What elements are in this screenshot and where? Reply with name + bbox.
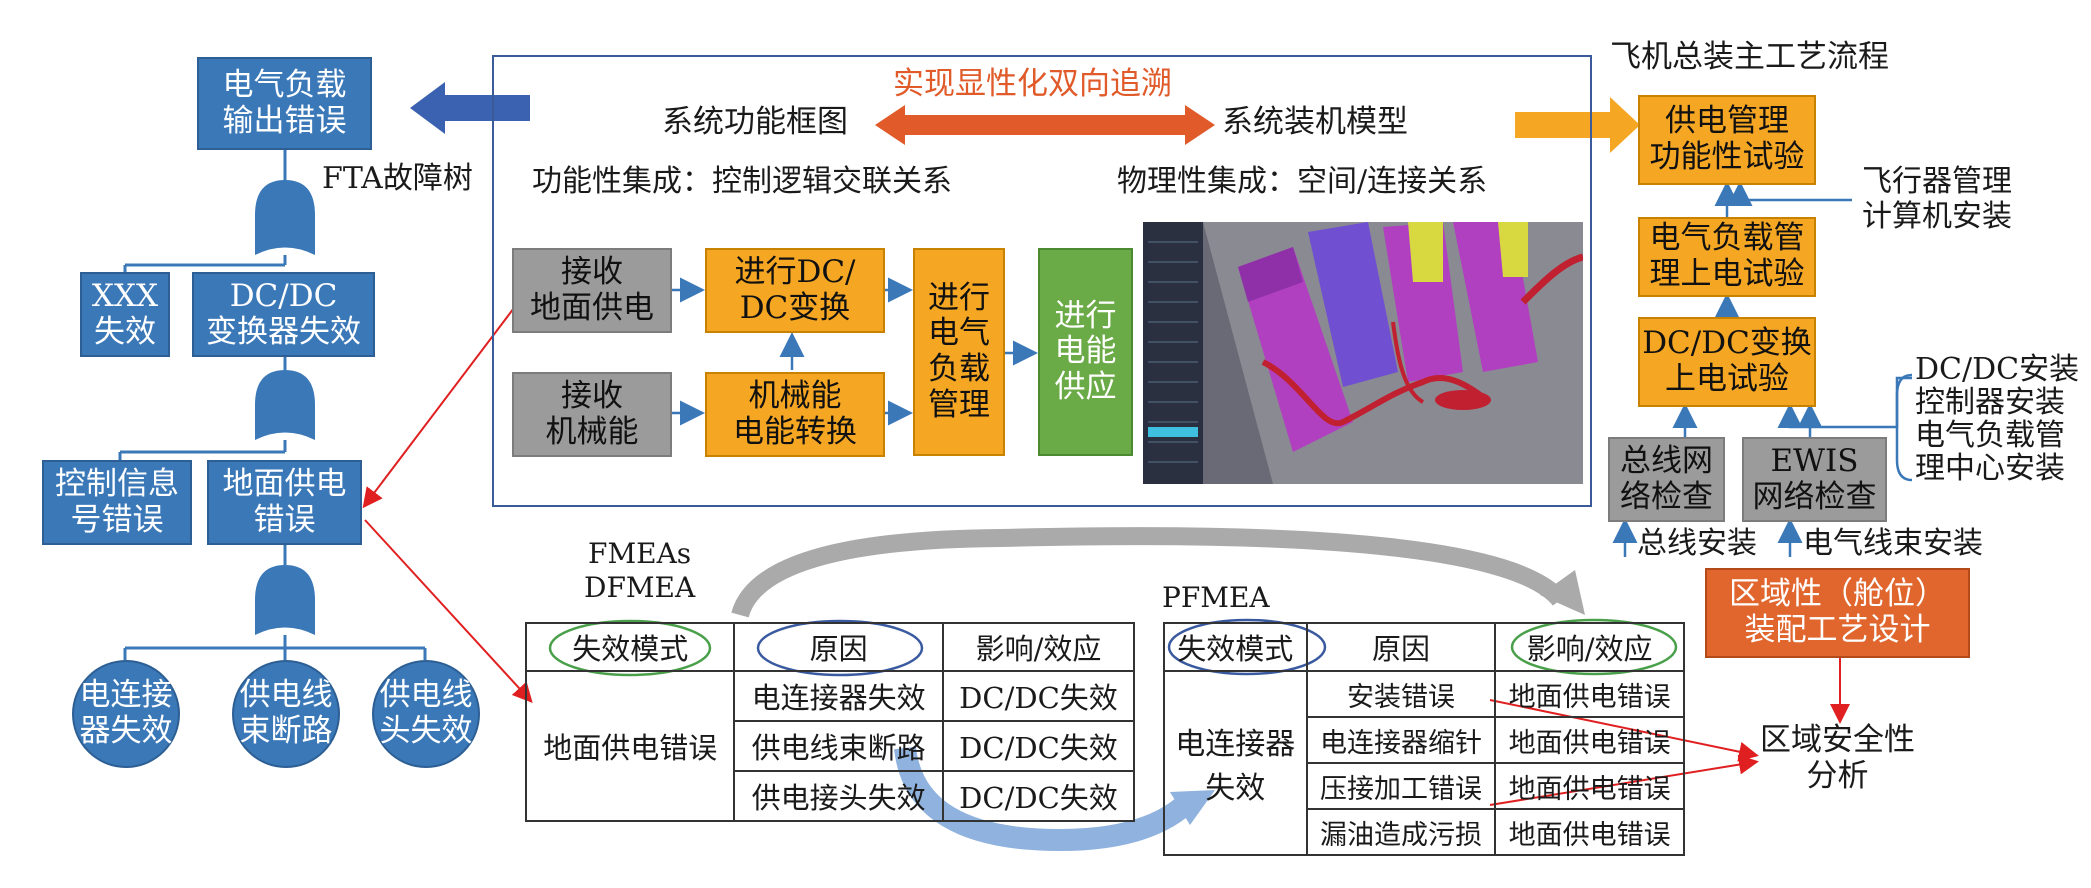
block-recv-mech: 接收 机械能 bbox=[512, 372, 672, 457]
dfmea-effect: DC/DC失效 bbox=[941, 770, 1136, 822]
pfmea-cause: 压接加工错误 bbox=[1305, 762, 1497, 810]
side-install-dcdc: DC/DC安装 控制器安装 电气负载管 理中心安装 bbox=[1915, 352, 2080, 486]
pfmea-table: 失效模式 原因 影响/效应 电连接器 失效 安装错误 地面供电错误 电连接器缩针… bbox=[1163, 622, 1685, 856]
fta-leaf-connector-head: 供电线 头失效 bbox=[372, 660, 480, 768]
block-dc-convert: 进行DC/ DC变换 bbox=[705, 248, 885, 333]
dfmea-header-cause: 原因 bbox=[733, 622, 944, 672]
zonal-assembly-design: 区域性（舱位） 装配工艺设计 bbox=[1705, 568, 1970, 658]
dfmea-cause: 供电线束断路 bbox=[733, 720, 944, 772]
fta-node-ground-power: 地面供电 错误 bbox=[207, 460, 362, 545]
right-model-label: 系统装机模型 bbox=[1222, 104, 1408, 140]
pfmea-header-effect: 影响/效应 bbox=[1494, 622, 1685, 672]
fta-leaf-harness-open: 供电线 束断路 bbox=[232, 660, 340, 768]
install-harness: 电气线束安装 bbox=[1803, 526, 1983, 561]
dfmea-cause: 供电接头失效 bbox=[733, 770, 944, 822]
process-title: 飞机总装主工艺流程 bbox=[1610, 39, 1889, 75]
zonal-safety-analysis: 区域安全性 分析 bbox=[1760, 722, 1915, 794]
or-gate-1 bbox=[255, 180, 315, 255]
fta-leaf-connector: 电连接 器失效 bbox=[72, 660, 180, 768]
fta-node-control-signal: 控制信息 号错误 bbox=[42, 460, 192, 545]
physical-heading: 物理性集成：空间/连接关系 bbox=[1117, 164, 1488, 199]
pfmea-label: PFMEA bbox=[1162, 581, 1270, 614]
pfmea-cause: 安装错误 bbox=[1305, 670, 1497, 718]
left-model-label: 系统功能框图 bbox=[662, 104, 848, 140]
fta-top-event: 电气负载 输出错误 bbox=[197, 57, 372, 150]
process-step-dcdc: DC/DC变换 上电试验 bbox=[1638, 317, 1816, 407]
block-power-supply: 进行 电能 供应 bbox=[1038, 248, 1133, 456]
trace-label: 实现显性化双向追溯 bbox=[893, 66, 1172, 102]
pfmea-effect: 地面供电错误 bbox=[1494, 670, 1685, 718]
dfmea-effect: DC/DC失效 bbox=[941, 670, 1136, 722]
dfmea-table: 失效模式 原因 影响/效应 地面供电错误 电连接器失效 DC/DC失效 供电线束… bbox=[524, 622, 1136, 822]
pfmea-effect: 地面供电错误 bbox=[1494, 762, 1685, 810]
block-load-mgmt: 进行 电气 负载 管理 bbox=[913, 248, 1005, 456]
process-step-power-mgmt: 供电管理 功能性试验 bbox=[1638, 95, 1816, 185]
pfmea-cause: 漏油造成污损 bbox=[1305, 808, 1497, 856]
install-bus: 总线安装 bbox=[1637, 526, 1757, 561]
check-ewis: EWIS 网络检查 bbox=[1742, 437, 1887, 522]
check-bus-network: 总线网 络检查 bbox=[1608, 437, 1725, 522]
block-mech-convert: 机械能 电能转换 bbox=[705, 372, 885, 457]
fta-node-dcdc: DC/DC 变换器失效 bbox=[192, 272, 375, 357]
dfmea-effect: DC/DC失效 bbox=[941, 720, 1136, 772]
or-gate-2 bbox=[255, 370, 315, 440]
block-recv-ground: 接收 地面供电 bbox=[512, 248, 672, 333]
fta-node-xxx: XXX 失效 bbox=[80, 272, 170, 357]
pfmea-cause: 电连接器缩针 bbox=[1305, 716, 1497, 764]
dfmea-mode: 地面供电错误 bbox=[524, 670, 736, 822]
process-step-load-mgmt: 电气负载管 理上电试验 bbox=[1638, 217, 1816, 297]
fmea-heading: FMEAs DFMEA bbox=[584, 537, 696, 604]
or-gate-3 bbox=[255, 565, 315, 635]
pfmea-header-mode: 失效模式 bbox=[1163, 622, 1308, 672]
installation-model-image bbox=[1143, 222, 1583, 484]
pfmea-effect: 地面供电错误 bbox=[1494, 716, 1685, 764]
pfmea-header-cause: 原因 bbox=[1305, 622, 1497, 672]
dfmea-header-mode: 失效模式 bbox=[524, 622, 736, 672]
functional-heading: 功能性集成：控制逻辑交联关系 bbox=[532, 164, 952, 199]
side-install-fmc: 飞行器管理 计算机安装 bbox=[1862, 164, 2012, 234]
fta-title: FTA故障树 bbox=[322, 161, 473, 196]
dfmea-header-effect: 影响/效应 bbox=[941, 622, 1136, 672]
integration-frame bbox=[492, 55, 1592, 507]
pfmea-mode: 电连接器 失效 bbox=[1163, 670, 1308, 856]
pfmea-effect: 地面供电错误 bbox=[1494, 808, 1685, 856]
dfmea-cause: 电连接器失效 bbox=[733, 670, 944, 722]
